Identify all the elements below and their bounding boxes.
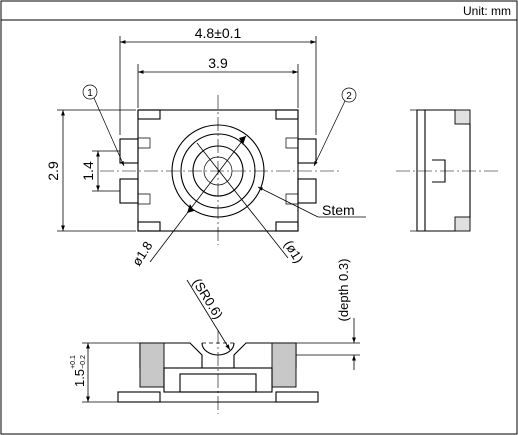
side-view	[396, 109, 500, 232]
top-view: 4.8±0.1 3.9 2.9 1.4 1 2 ø1.8 (ø1)	[45, 25, 366, 269]
callout-1-leader	[93, 97, 125, 167]
terminal-left-tabs	[138, 137, 151, 205]
front-view: 1.5 +0.1 −0.2 (SR0.6) (depth 0.3)	[70, 259, 360, 414]
corner-rib-tr	[275, 109, 299, 120]
dia-1-leader	[196, 142, 289, 259]
side-rib-bottom	[454, 216, 471, 232]
terminal-left-lower	[119, 178, 139, 204]
terminal-right-lower	[297, 178, 317, 204]
stem-callout-label: Stem	[322, 202, 355, 218]
dim-depth-label: (depth 0.3)	[336, 259, 351, 322]
dim-inner-width-label: 3.9	[208, 55, 228, 71]
corner-rib-bl	[137, 221, 161, 232]
housing-circle	[171, 124, 265, 218]
dim-height-label: 2.9	[45, 161, 61, 181]
corner-rib-tl	[137, 109, 161, 120]
dim-thickness-label: 1.5	[72, 369, 87, 387]
dim-overall-width-label: 4.8±0.1	[195, 25, 242, 41]
outer-ring-circle	[180, 133, 256, 209]
dia-1.8-arrow-high	[239, 136, 246, 145]
dia-1.8-arrow-low	[187, 204, 194, 213]
terminal-left-upper	[119, 138, 139, 164]
stem-inner-circle	[203, 156, 233, 186]
switch-body	[137, 109, 299, 232]
dim-stem-radius-label: (SR0.6)	[190, 276, 226, 322]
sr-0.6-leader	[186, 279, 231, 351]
callout-2-circle	[341, 87, 357, 103]
dim-thickness-tol-upper: +0.1	[70, 355, 77, 369]
dim-stem-diameter-label: (ø1)	[281, 238, 306, 266]
corner-rib-br	[275, 221, 299, 232]
stem-leader	[257, 186, 319, 218]
front-terminal-left	[117, 391, 161, 403]
callout-1-circle	[82, 84, 98, 100]
callout-1-label: 1	[87, 88, 93, 99]
dim-terminal-pitch-label: 1.4	[80, 161, 96, 181]
terminal-right-upper	[297, 138, 317, 164]
callout-2-leader	[313, 100, 346, 167]
side-rib-top	[454, 109, 471, 125]
front-rib-left	[139, 342, 165, 388]
dim-outer-diameter-label: ø1.8	[129, 239, 156, 269]
dia-1.8-leader	[149, 135, 247, 263]
unit-label: Unit: mm	[463, 4, 511, 18]
front-terminal-right	[275, 391, 319, 403]
callout-2-label: 2	[346, 91, 352, 102]
dim-thickness-tol-lower: −0.2	[80, 355, 87, 369]
stem-circle	[192, 145, 244, 197]
front-rib-right	[271, 342, 297, 388]
side-terminal	[432, 159, 446, 183]
